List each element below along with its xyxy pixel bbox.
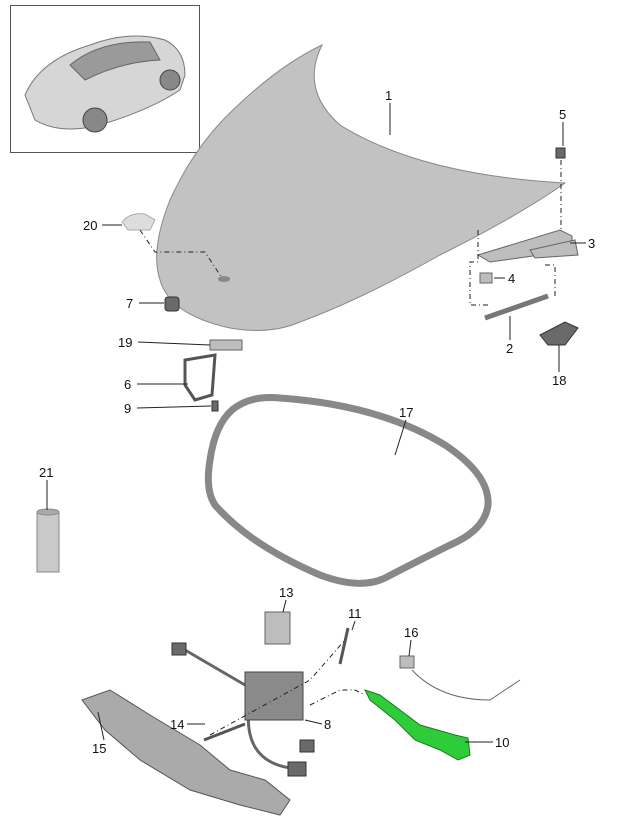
callout-19[interactable]: 19 <box>118 335 132 350</box>
callout-18[interactable]: 18 <box>552 373 566 388</box>
touch-up-paint-bottle <box>36 508 60 573</box>
callout-8[interactable]: 8 <box>324 717 331 732</box>
front-lid <box>156 43 567 331</box>
seal <box>204 394 492 587</box>
callout-17[interactable]: 17 <box>399 405 413 420</box>
callout-7[interactable]: 7 <box>126 296 133 311</box>
callout-14[interactable]: 14 <box>170 717 184 732</box>
callout-3[interactable]: 3 <box>588 236 595 251</box>
lock-carrier <box>81 689 291 816</box>
callout-9[interactable]: 9 <box>124 401 131 416</box>
callout-20[interactable]: 20 <box>83 218 97 233</box>
release-unit[interactable] <box>364 689 471 761</box>
vehicle-thumbnail <box>10 5 200 153</box>
callout-10[interactable]: 10 <box>495 735 509 750</box>
callout-11[interactable]: 11 <box>348 606 362 621</box>
callout-1[interactable]: 1 <box>385 88 392 103</box>
callout-2[interactable]: 2 <box>506 341 513 356</box>
callout-15[interactable]: 15 <box>92 741 106 756</box>
callout-4[interactable]: 4 <box>508 271 515 286</box>
callout-6[interactable]: 6 <box>124 377 131 392</box>
callout-13[interactable]: 13 <box>279 585 293 600</box>
callout-16[interactable]: 16 <box>404 625 418 640</box>
callout-21[interactable]: 21 <box>39 465 53 480</box>
callout-5[interactable]: 5 <box>559 107 566 122</box>
